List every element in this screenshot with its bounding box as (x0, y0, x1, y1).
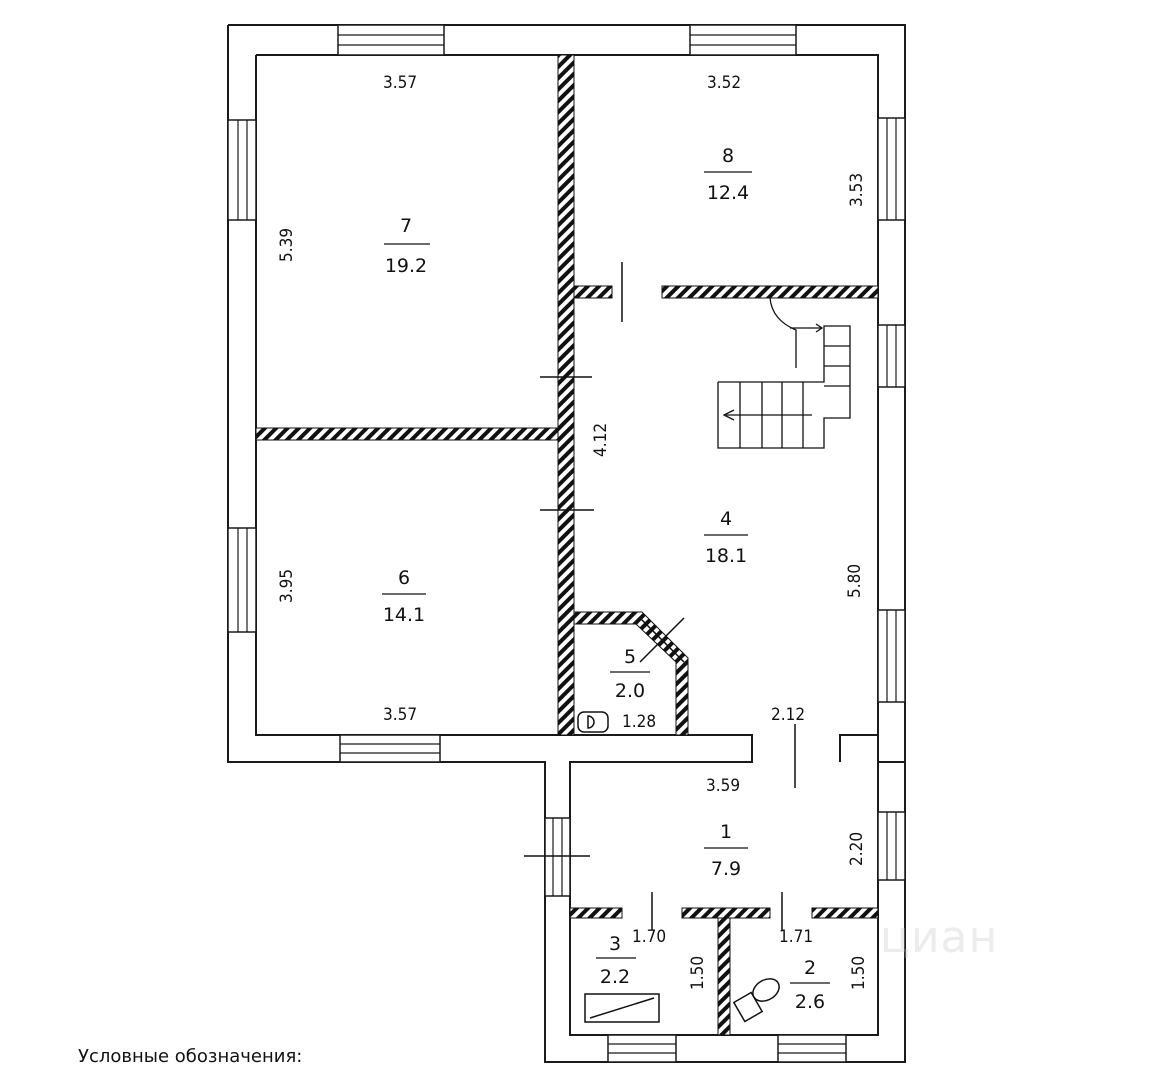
room-area: 2.6 (795, 991, 825, 1013)
room-label-5: 5 2.0 (610, 646, 650, 702)
window (544, 817, 571, 897)
boiler-icon (577, 711, 609, 733)
window (877, 811, 906, 881)
room-number: 5 (624, 646, 636, 668)
room-number: 4 (720, 508, 732, 530)
bathtub-icon (584, 993, 660, 1023)
window (339, 734, 441, 763)
room-area: 2.2 (600, 966, 630, 988)
window (337, 24, 445, 56)
watermark-logo: циан (880, 912, 999, 963)
room-number: 2 (804, 957, 816, 979)
room-number: 3 (609, 933, 621, 955)
dim-room6-bottom: 3.57 (383, 705, 417, 725)
dim-room5-width: 1.28 (622, 712, 656, 732)
dim-room1-side: 2.20 (847, 832, 867, 866)
room-label-7: 7 19.2 (384, 215, 430, 277)
wall-bath-top-right (811, 907, 879, 919)
dim-room4-bottom: 2.12 (771, 705, 805, 725)
room-area: 2.0 (615, 680, 645, 702)
windows (227, 24, 906, 1063)
fixtures (577, 711, 780, 1023)
wall-bath-top-mid (681, 907, 771, 919)
room-area: 18.1 (705, 545, 747, 567)
toilet-icon (732, 978, 780, 1023)
legend-title: Условные обозначения: (78, 1046, 303, 1067)
room-label-6: 6 14.1 (382, 567, 426, 626)
dim-room8-side: 3.53 (847, 173, 867, 207)
room-number: 6 (398, 567, 410, 589)
wall-bath-top-left (569, 907, 623, 919)
room-label-3: 3 2.2 (596, 933, 636, 988)
wall-room8-bottom-left (573, 285, 613, 299)
room-area: 7.9 (711, 858, 741, 880)
room-number: 8 (722, 145, 734, 167)
wall-bath-divider (717, 917, 731, 1036)
dim-room4-left: 4.12 (591, 423, 611, 457)
dim-room7-side: 5.39 (277, 228, 297, 262)
dim-room1-top: 3.59 (706, 776, 740, 796)
dim-room4-right: 5.80 (845, 564, 865, 598)
window (607, 1034, 677, 1063)
dimension-labels: 3.57 5.39 3.52 3.53 4.12 5.80 3.95 3.57 … (277, 73, 869, 990)
room-area: 19.2 (385, 255, 427, 277)
room-labels: 7 19.2 8 12.4 6 14.1 4 18.1 5 2.0 1 7.9 (382, 145, 830, 1013)
dim-room7-top: 3.57 (383, 73, 417, 93)
room-number: 7 (400, 215, 412, 237)
dim-room3-top: 1.70 (632, 927, 666, 947)
wall-room7-room6 (255, 427, 559, 441)
window (877, 609, 906, 703)
dim-room6-side: 3.95 (277, 569, 297, 603)
dim-room2-top: 1.71 (779, 927, 813, 947)
doors (524, 262, 796, 930)
room-label-2: 2 2.6 (790, 957, 830, 1013)
window (689, 24, 797, 56)
room-area: 14.1 (383, 604, 425, 626)
dim-room8-top: 3.52 (707, 73, 741, 93)
room-number: 1 (720, 821, 732, 843)
room-area: 12.4 (707, 182, 749, 204)
dim-room2-side: 1.50 (849, 956, 869, 990)
window (777, 1034, 847, 1063)
window (227, 119, 257, 221)
room-label-8: 8 12.4 (704, 145, 752, 204)
wall-vertical-main (557, 54, 575, 736)
window (877, 324, 906, 388)
window (227, 527, 257, 633)
room-label-1: 1 7.9 (704, 821, 748, 880)
room-label-4: 4 18.1 (704, 508, 748, 567)
wall-room8-bottom-right (661, 285, 879, 299)
staircase (717, 297, 851, 449)
dim-room3-side: 1.50 (688, 956, 708, 990)
window (877, 117, 906, 221)
